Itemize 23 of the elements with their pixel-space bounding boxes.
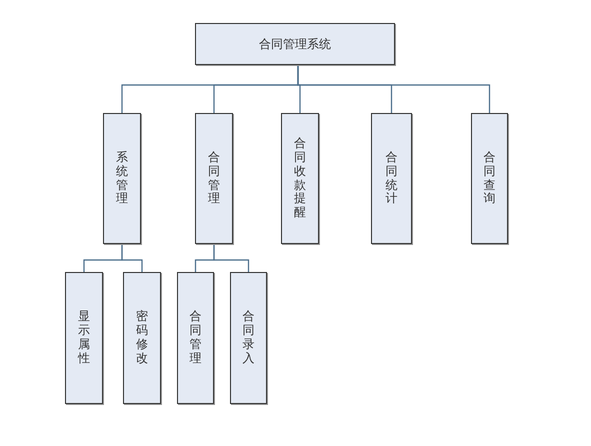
box-label: 合同录入 [242, 310, 254, 366]
box-label: 系统管理 [116, 150, 128, 206]
process-box [230, 272, 267, 404]
process-box [195, 23, 395, 65]
box-label: 合同管理 [190, 310, 202, 366]
process-box [371, 113, 412, 244]
process-box [195, 113, 233, 244]
connector-line [121, 244, 143, 272]
connector-line [297, 65, 490, 113]
process-box [103, 113, 141, 244]
box-label: 合同查询 [484, 150, 496, 206]
box-label: 合同统计 [386, 150, 398, 206]
process-box [123, 272, 161, 404]
box-label: 合同管理 [208, 150, 220, 206]
process-box [281, 113, 319, 244]
box-label: 密码修改 [136, 310, 148, 366]
process-box [471, 113, 508, 244]
process-box [65, 272, 103, 404]
process-box [177, 272, 214, 404]
box-label: 显示属性 [78, 310, 90, 366]
box-label: 合同管理系统 [259, 36, 331, 52]
connector-line [213, 244, 250, 272]
box-label: 合同收款提醒 [294, 137, 306, 220]
